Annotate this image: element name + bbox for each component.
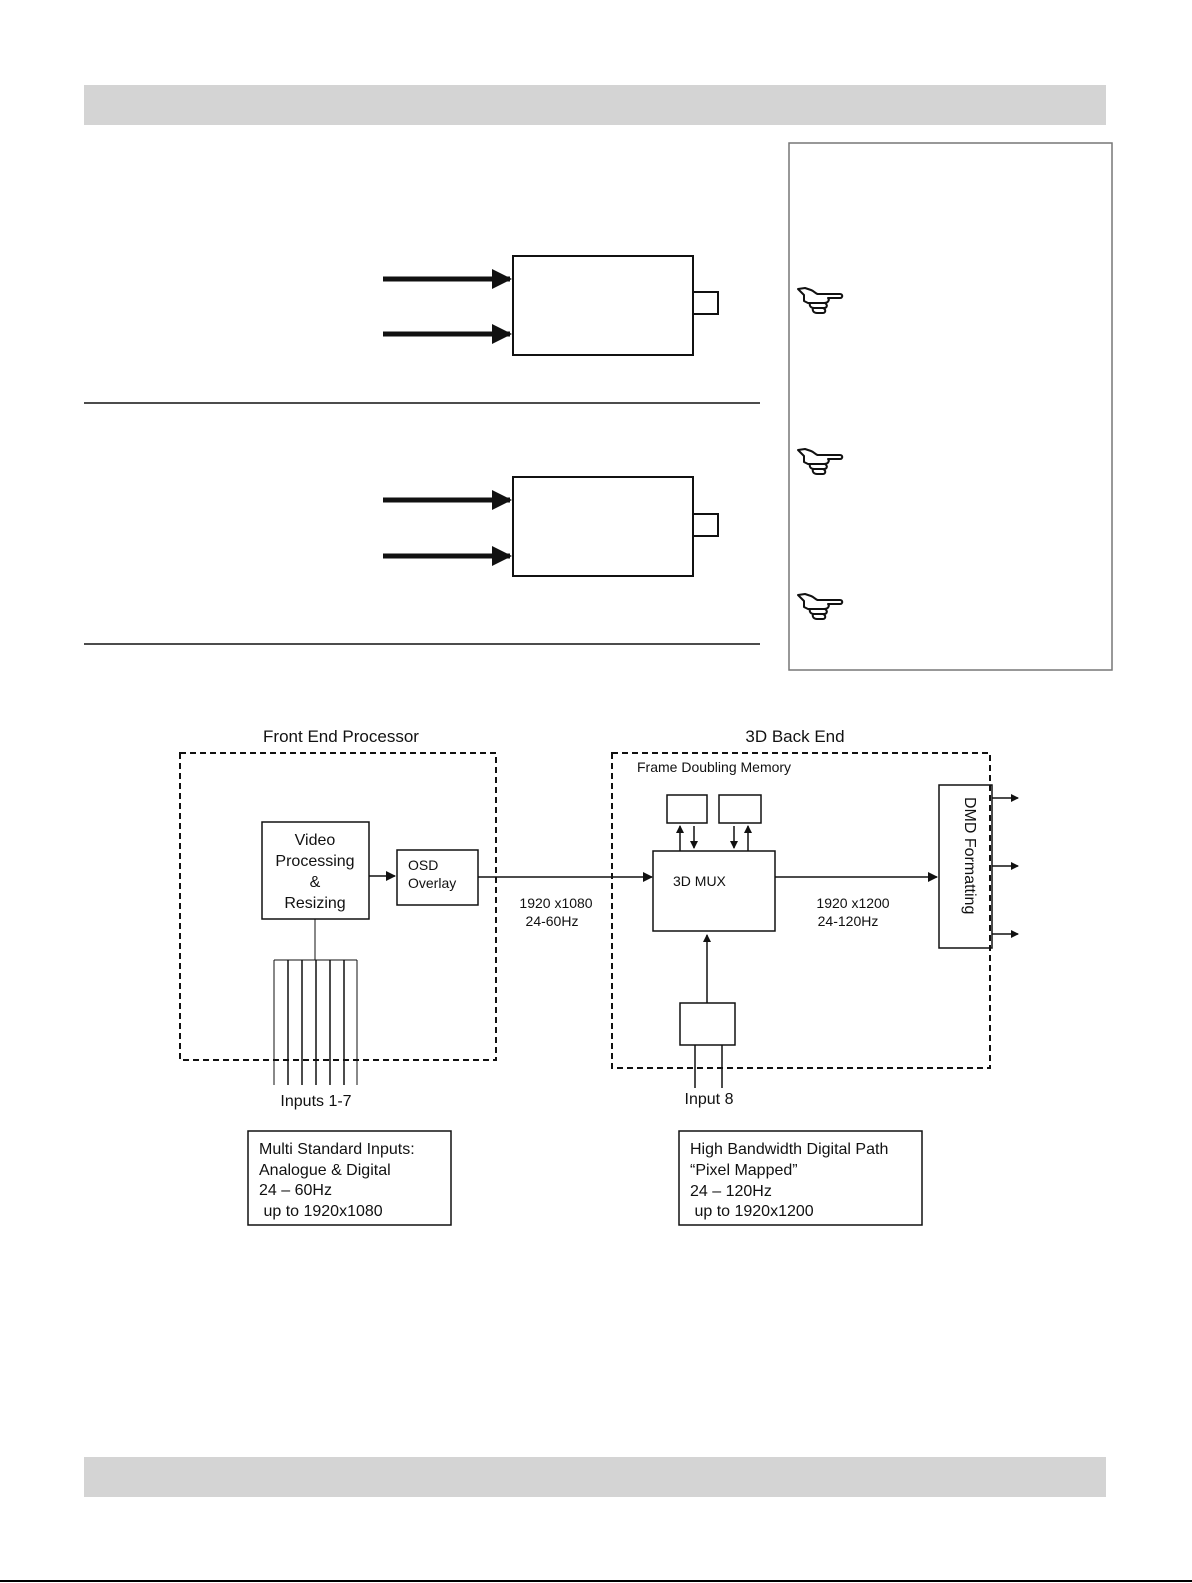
memory-block-1 [666,794,708,824]
dmd-output-arrows [992,794,1019,938]
osd-overlay-line: OSD [408,857,438,873]
header-band [84,85,1106,125]
link-rate: 24-60Hz [526,913,579,929]
back-end-boundary [611,752,991,1069]
osd-overlay-block: OSD Overlay [396,849,479,906]
high-bandwidth-line: “Pixel Mapped” [690,1162,798,1179]
high-bandwidth-line: High Bandwidth Digital Path [690,1141,888,1158]
output-resolution: 1920 x1200 [816,895,889,911]
connector-diagram-1 [383,255,719,356]
pointing-hand-icon [797,593,844,620]
video-processing-line: Video [295,832,336,849]
notes-panel [788,142,1113,671]
high-bandwidth-line: 24 – 120Hz [690,1183,772,1200]
multi-standard-inputs-box: Multi Standard Inputs: Analogue & Digita… [247,1130,452,1226]
front-end-title: Front End Processor [263,727,419,746]
input-lines [273,919,358,1085]
memory-arrows [676,825,752,851]
page-bottom-rule [0,1580,1192,1582]
multi-standard-line: 24 – 60Hz [259,1182,332,1199]
high-bandwidth-line: up to 1920x1200 [690,1203,814,1220]
input-8-label: Input 8 [685,1091,734,1108]
pointing-hand-icon [797,287,844,314]
input-8-path [679,934,736,1088]
memory-block-2 [718,794,762,824]
frame-doubling-memory-label: Frame Doubling Memory [637,759,791,775]
high-bandwidth-path-box: High Bandwidth Digital Path “Pixel Mappe… [678,1130,923,1226]
video-processing-line: Processing [275,853,354,870]
multi-standard-line: Analogue & Digital [259,1162,391,1179]
video-processing-line: & [310,874,321,891]
video-processing-block: Video Processing & Resizing [261,821,370,920]
mux-label: 3D MUX [673,873,727,889]
multi-standard-line: up to 1920x1080 [259,1203,383,1220]
link-resolution: 1920 x1080 [519,895,592,911]
multi-standard-line: Multi Standard Inputs: [259,1141,415,1158]
osd-overlay-line: Overlay [408,875,456,891]
dmd-formatting-label: DMD Formatting [961,797,978,914]
video-processing-line: Resizing [284,895,345,912]
front-end-boundary [179,752,497,1061]
output-rate: 24-120Hz [818,913,879,929]
inputs-1-7-label: Inputs 1-7 [280,1093,351,1110]
mux-block: 3D MUX [652,850,776,932]
connector-diagram-2 [383,476,719,577]
back-end-title: 3D Back End [745,727,844,746]
dmd-formatting-block: DMD Formatting [938,784,993,949]
footer-band [84,1457,1106,1497]
pointing-hand-icon [797,448,844,475]
